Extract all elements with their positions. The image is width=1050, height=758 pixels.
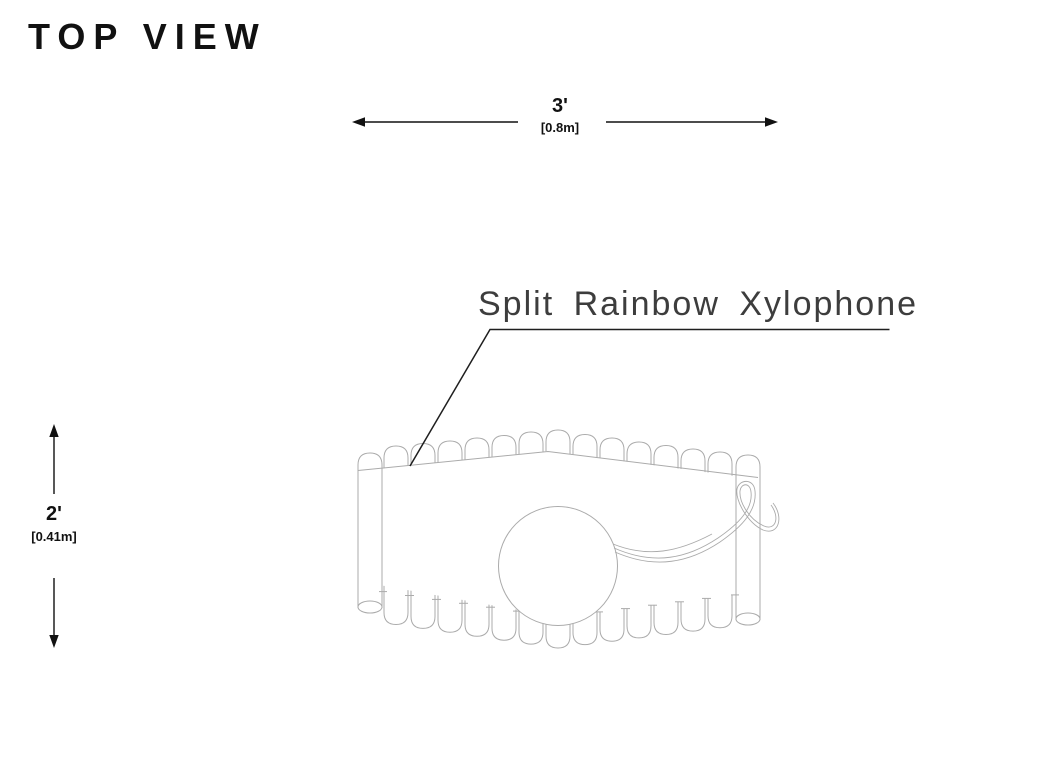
bar bbox=[653, 595, 679, 636]
depth-dimension bbox=[49, 424, 59, 648]
end-tube-left bbox=[357, 452, 383, 614]
cable-strand bbox=[613, 484, 777, 559]
tube-bottom bbox=[735, 612, 761, 626]
callout-leader-line bbox=[409, 328, 890, 467]
arrow-up-icon bbox=[49, 424, 59, 437]
bar bbox=[599, 602, 625, 642]
bar bbox=[626, 598, 652, 639]
depth-dimension-primary: 2' bbox=[46, 503, 62, 525]
tube-bottom bbox=[357, 600, 383, 614]
arrow-down-icon bbox=[49, 635, 59, 648]
arrow-right-icon bbox=[765, 117, 778, 127]
bar bbox=[383, 585, 409, 626]
width-dimension-secondary: [0.8m] bbox=[540, 120, 580, 135]
bar bbox=[680, 592, 706, 632]
top-edge-line bbox=[357, 450, 759, 478]
callout-label: Split Rainbow Xylophone bbox=[478, 285, 919, 323]
depth-dimension-secondary: [0.41m] bbox=[31, 529, 77, 544]
xylophone-drawing bbox=[357, 429, 780, 649]
bar bbox=[707, 588, 733, 629]
page-title: TOP VIEW bbox=[28, 16, 267, 57]
cable bbox=[612, 480, 780, 563]
tube bbox=[735, 454, 761, 620]
end-tube-right bbox=[735, 454, 761, 626]
cable-strand bbox=[614, 480, 780, 563]
cable-strand bbox=[612, 533, 713, 553]
bottom-bars bbox=[383, 585, 733, 649]
bar bbox=[437, 593, 463, 633]
width-dimension-primary: 3' bbox=[552, 95, 568, 117]
tube bbox=[357, 452, 383, 608]
bar bbox=[410, 589, 436, 629]
center-disc bbox=[498, 506, 618, 626]
arrow-left-icon bbox=[352, 117, 365, 127]
bar bbox=[464, 597, 490, 637]
bar bbox=[491, 601, 517, 641]
width-dimension bbox=[352, 117, 778, 127]
